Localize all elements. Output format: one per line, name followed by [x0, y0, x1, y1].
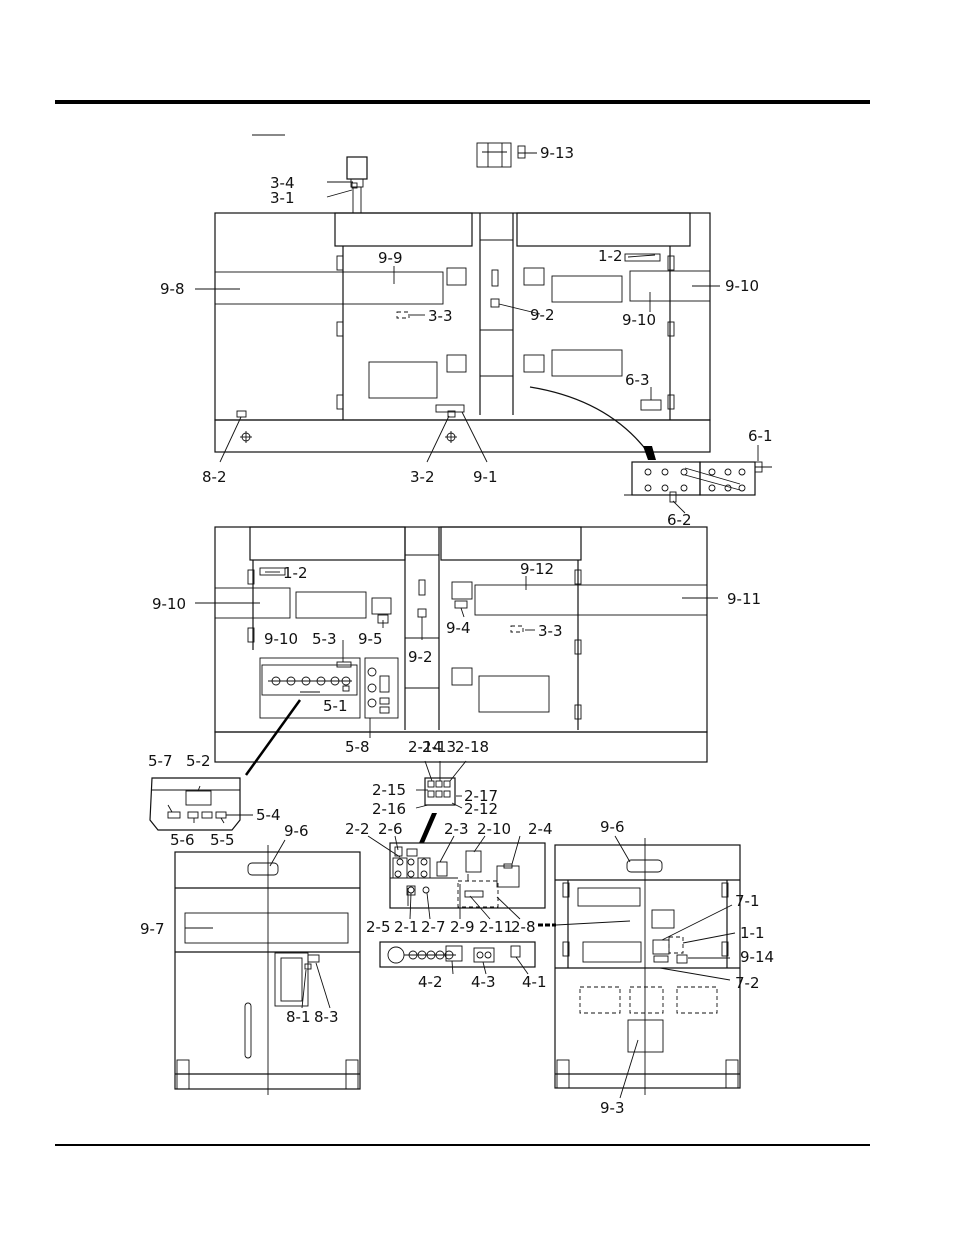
label-3-3: 3-3 — [538, 622, 563, 640]
label-4-1: 4-1 — [522, 973, 547, 991]
label-5-3: 5-3 — [312, 630, 337, 648]
label-9-1: 9-1 — [473, 468, 498, 486]
label-9-13: 9-13 — [540, 144, 574, 162]
bottom-rule — [55, 1144, 870, 1146]
end-view-right: 9-6 7-1 1-1 9-14 7-2 9-3 — [538, 818, 774, 1117]
label-9-10: 9-10 — [264, 630, 298, 648]
end-view-left: 9-6 9-7 8-1 8-3 — [140, 822, 360, 1095]
label-2-8: 2-8 — [511, 918, 536, 936]
label-2-1: 2-1 — [394, 918, 419, 936]
label-2-4: 2-4 — [528, 820, 553, 838]
label-8-1: 8-1 — [286, 1008, 311, 1026]
label-4-2: 4-2 — [418, 973, 443, 991]
label-9-2: 9-2 — [530, 306, 555, 324]
label-8-2: 8-2 — [202, 468, 227, 486]
side-view-top: 3-4 3-1 9-13 9-9 1-2 9-8 9-10 3-3 9-2 9-… — [160, 135, 773, 529]
label-2-18: 2-18 — [455, 738, 489, 756]
label-2-2: 2-2 — [345, 820, 370, 838]
label-8-3: 8-3 — [314, 1008, 339, 1026]
label-5-7: 5-7 — [148, 752, 173, 770]
label-7-2: 7-2 — [735, 974, 760, 992]
label-7-1: 7-1 — [735, 892, 760, 910]
label-2-5: 2-5 — [366, 918, 391, 936]
label-9-10: 9-10 — [725, 277, 759, 295]
label-9-10: 9-10 — [152, 595, 186, 613]
label-4-3: 4-3 — [471, 973, 496, 991]
label-9-4: 9-4 — [446, 619, 471, 637]
label-2-3: 2-3 — [444, 820, 469, 838]
label-9-3: 9-3 — [600, 1099, 625, 1117]
label-5-2: 5-2 — [186, 752, 211, 770]
label-9-12: 9-12 — [520, 560, 554, 578]
label-5-5: 5-5 — [210, 831, 235, 849]
label-9-7: 9-7 — [140, 920, 165, 938]
label-5-4: 5-4 — [256, 806, 281, 824]
label-2-7: 2-7 — [421, 918, 446, 936]
label-5-1: 5-1 — [323, 697, 348, 715]
label-2-16: 2-16 — [372, 800, 406, 818]
label-2-6: 2-6 — [378, 820, 403, 838]
label-2-10: 2-10 — [477, 820, 511, 838]
label-1-2: 1-2 — [283, 564, 308, 582]
label-2-13: 2-13 — [422, 738, 456, 756]
label-3-1: 3-1 — [270, 189, 295, 207]
label-9-6: 9-6 — [284, 822, 309, 840]
label-5-6: 5-6 — [170, 831, 195, 849]
label-9-6: 9-6 — [600, 818, 625, 836]
label-6-2: 6-2 — [667, 511, 692, 529]
label-9-11: 9-11 — [727, 590, 761, 608]
label-9-5: 9-5 — [358, 630, 383, 648]
label-9-2: 9-2 — [408, 648, 433, 666]
label-9-14: 9-14 — [740, 948, 774, 966]
label-6-1: 6-1 — [748, 427, 773, 445]
label-3-3: 3-3 — [428, 307, 453, 325]
label-3-2: 3-2 — [410, 468, 435, 486]
label-9-10: 9-10 — [622, 311, 656, 329]
label-9-9: 9-9 — [378, 249, 403, 267]
label-2-9: 2-9 — [450, 918, 475, 936]
label-1-2: 1-2 — [598, 247, 623, 265]
label-6-3: 6-3 — [625, 371, 650, 389]
label-1-1: 1-1 — [740, 924, 765, 942]
label-9-8: 9-8 — [160, 280, 185, 298]
control-panel-detail: 2-14 2-13 2-13 2-18 2-15 2-17 2-16 2-12 … — [345, 738, 553, 991]
label-2-11: 2-11 — [479, 918, 513, 936]
label-2-15: 2-15 — [372, 781, 406, 799]
label-5-8: 5-8 — [345, 738, 370, 756]
top-rule — [55, 100, 870, 104]
label-2-12: 2-12 — [464, 800, 498, 818]
